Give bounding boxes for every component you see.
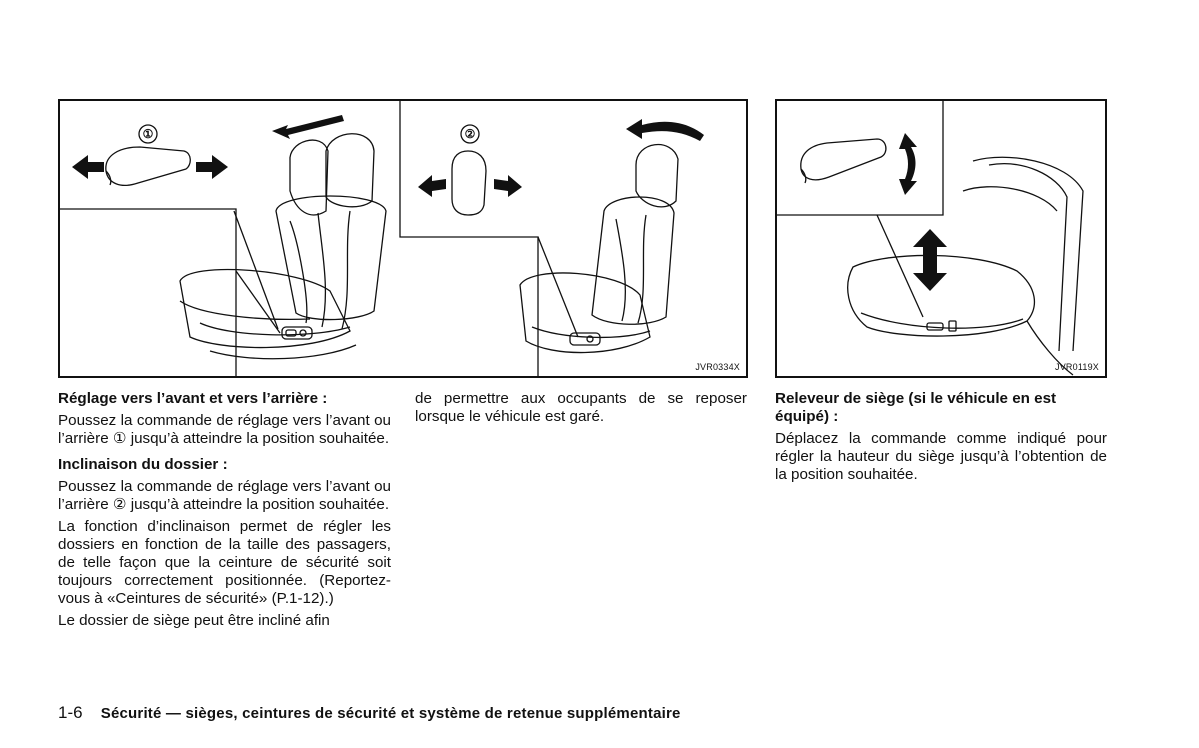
heading-recline: Inclinaison du dossier : — [58, 456, 228, 473]
text-column-3: Releveur de siège (si le véhicule en est… — [775, 390, 1107, 484]
paragraph-slide-adjustment: Poussez la commande de réglage vers l’av… — [58, 412, 391, 447]
paragraph-recline-rest-continued: de permettre aux occupants de se reposer… — [415, 390, 747, 425]
seat-lifter-illustration — [777, 101, 1084, 376]
left-seat-drawing — [179, 133, 387, 360]
seat-adjustment-illustration: ① ② — [60, 101, 704, 376]
lifter-arrows — [899, 133, 947, 291]
callout-2-label: ② — [465, 127, 476, 141]
slide-lever-drawing — [105, 124, 191, 186]
seat-lifter-figure: JVR0119X — [775, 99, 1107, 378]
paragraph-seat-lifter: Déplacez la commande comme indiqué pour … — [775, 430, 1107, 483]
paragraph-recline-function: La fonction d’inclinaison permet de régl… — [58, 518, 391, 607]
recline-lever-drawing — [451, 124, 487, 216]
seat-adjustment-figure: ① ② JVR0334X — [58, 99, 748, 378]
page-number: 1-6 — [58, 703, 83, 722]
heading-seat-lifter: Releveur de siège (si le véhicule en est… — [775, 390, 1057, 425]
text-column-2: de permettre aux occupants de se reposer… — [415, 390, 747, 426]
figure-code: JVR0119X — [1055, 362, 1099, 372]
right-seat-drawing — [519, 144, 679, 354]
text-column-1: Réglage vers l’avant et vers l’arrière :… — [58, 390, 391, 630]
heading-slide-adjustment: Réglage vers l’avant et vers l’arrière : — [58, 390, 328, 407]
callout-1-label: ① — [143, 127, 154, 141]
direction-arrows — [72, 115, 704, 197]
figure-code: JVR0334X — [695, 362, 740, 372]
page-footer: 1-6 Sécurité — sièges, ceintures de sécu… — [58, 703, 681, 723]
footer-title: Sécurité — sièges, ceintures de sécurité… — [100, 705, 681, 722]
paragraph-recline: Poussez la commande de réglage vers l’av… — [58, 478, 391, 513]
paragraph-recline-rest: Le dossier de siège peut être incliné af… — [58, 612, 330, 629]
